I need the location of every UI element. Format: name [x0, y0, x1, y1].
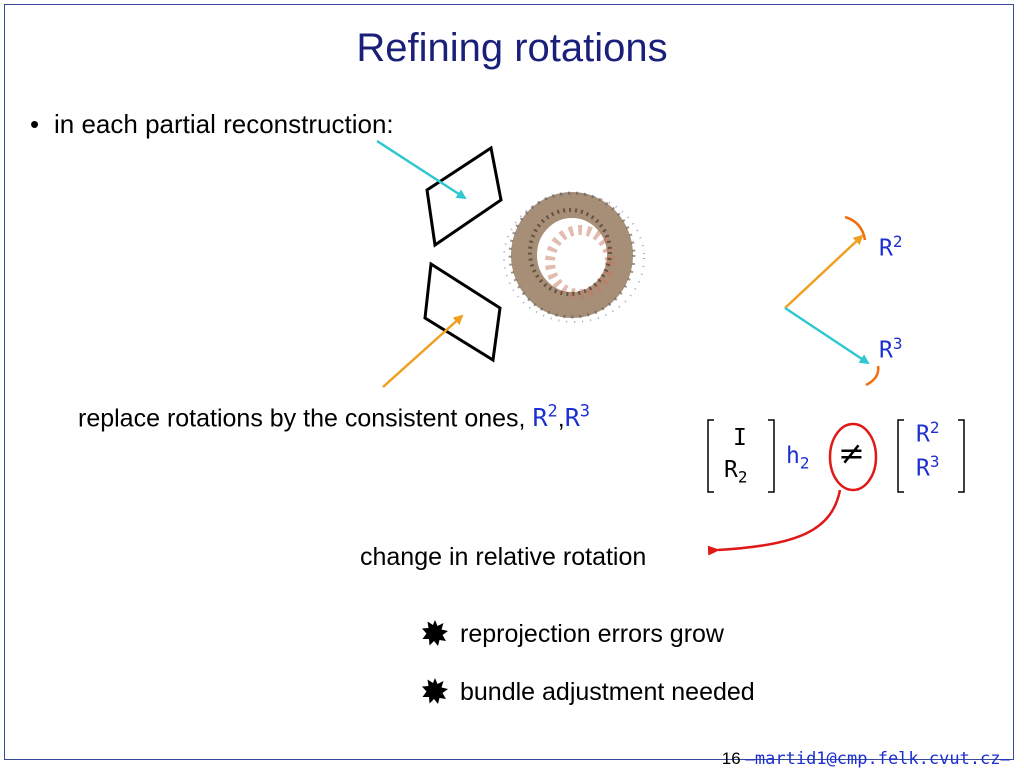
not-equal-sign: ≠	[838, 434, 865, 472]
rotation-curve-r3	[865, 365, 880, 387]
bullet-item: • in each partial reconstruction:	[30, 109, 394, 140]
footer: 16 –martid1@cmp.felk.cvut.cz–	[721, 749, 1010, 769]
cyan-arrow-plane	[376, 139, 467, 200]
neq-highlight-circle	[828, 422, 878, 492]
bullet-dot-icon: •	[30, 109, 40, 139]
h2-label: h2	[786, 443, 810, 473]
red-arrow-change	[707, 489, 842, 556]
r3-label: R3	[879, 334, 903, 364]
page-number: 16	[721, 749, 741, 768]
list-item: bundle adjustment needed	[422, 678, 755, 707]
matrix-left-bracket-close	[768, 419, 775, 493]
matrix-left-bottom: R2	[724, 457, 748, 487]
matrix-right-bracket-open	[897, 419, 904, 493]
slide-title: Refining rotations	[356, 26, 668, 70]
bullet-text: in each partial reconstruction:	[54, 109, 394, 139]
replace-statement: replace rotations by the consistent ones…	[78, 402, 591, 433]
orange-arrow-plane	[382, 314, 464, 388]
matrix-right-bottom: R3	[916, 452, 940, 482]
rotation-curve-r2	[844, 215, 867, 241]
list-item: reprojection errors grow	[422, 620, 724, 649]
burst-icon	[422, 620, 448, 646]
author-email: martid1@cmp.felk.cvut.cz	[754, 749, 1001, 769]
matrix-left-top: I	[733, 425, 747, 451]
matrix-left-bracket-open	[707, 419, 714, 493]
cyan-arrow-r3	[784, 306, 870, 365]
camera-plane-bottom	[423, 261, 502, 363]
matrix-right-bracket-close	[958, 419, 965, 493]
r2-label: R2	[879, 232, 903, 262]
point-cloud-image	[503, 191, 645, 323]
matrix-right-top: R2	[916, 418, 940, 448]
orange-arrow-r2	[784, 234, 864, 309]
camera-plane-top	[425, 145, 503, 248]
change-statement: change in relative rotation	[360, 543, 647, 571]
slide-frame	[4, 4, 1014, 760]
burst-icon	[422, 678, 448, 704]
